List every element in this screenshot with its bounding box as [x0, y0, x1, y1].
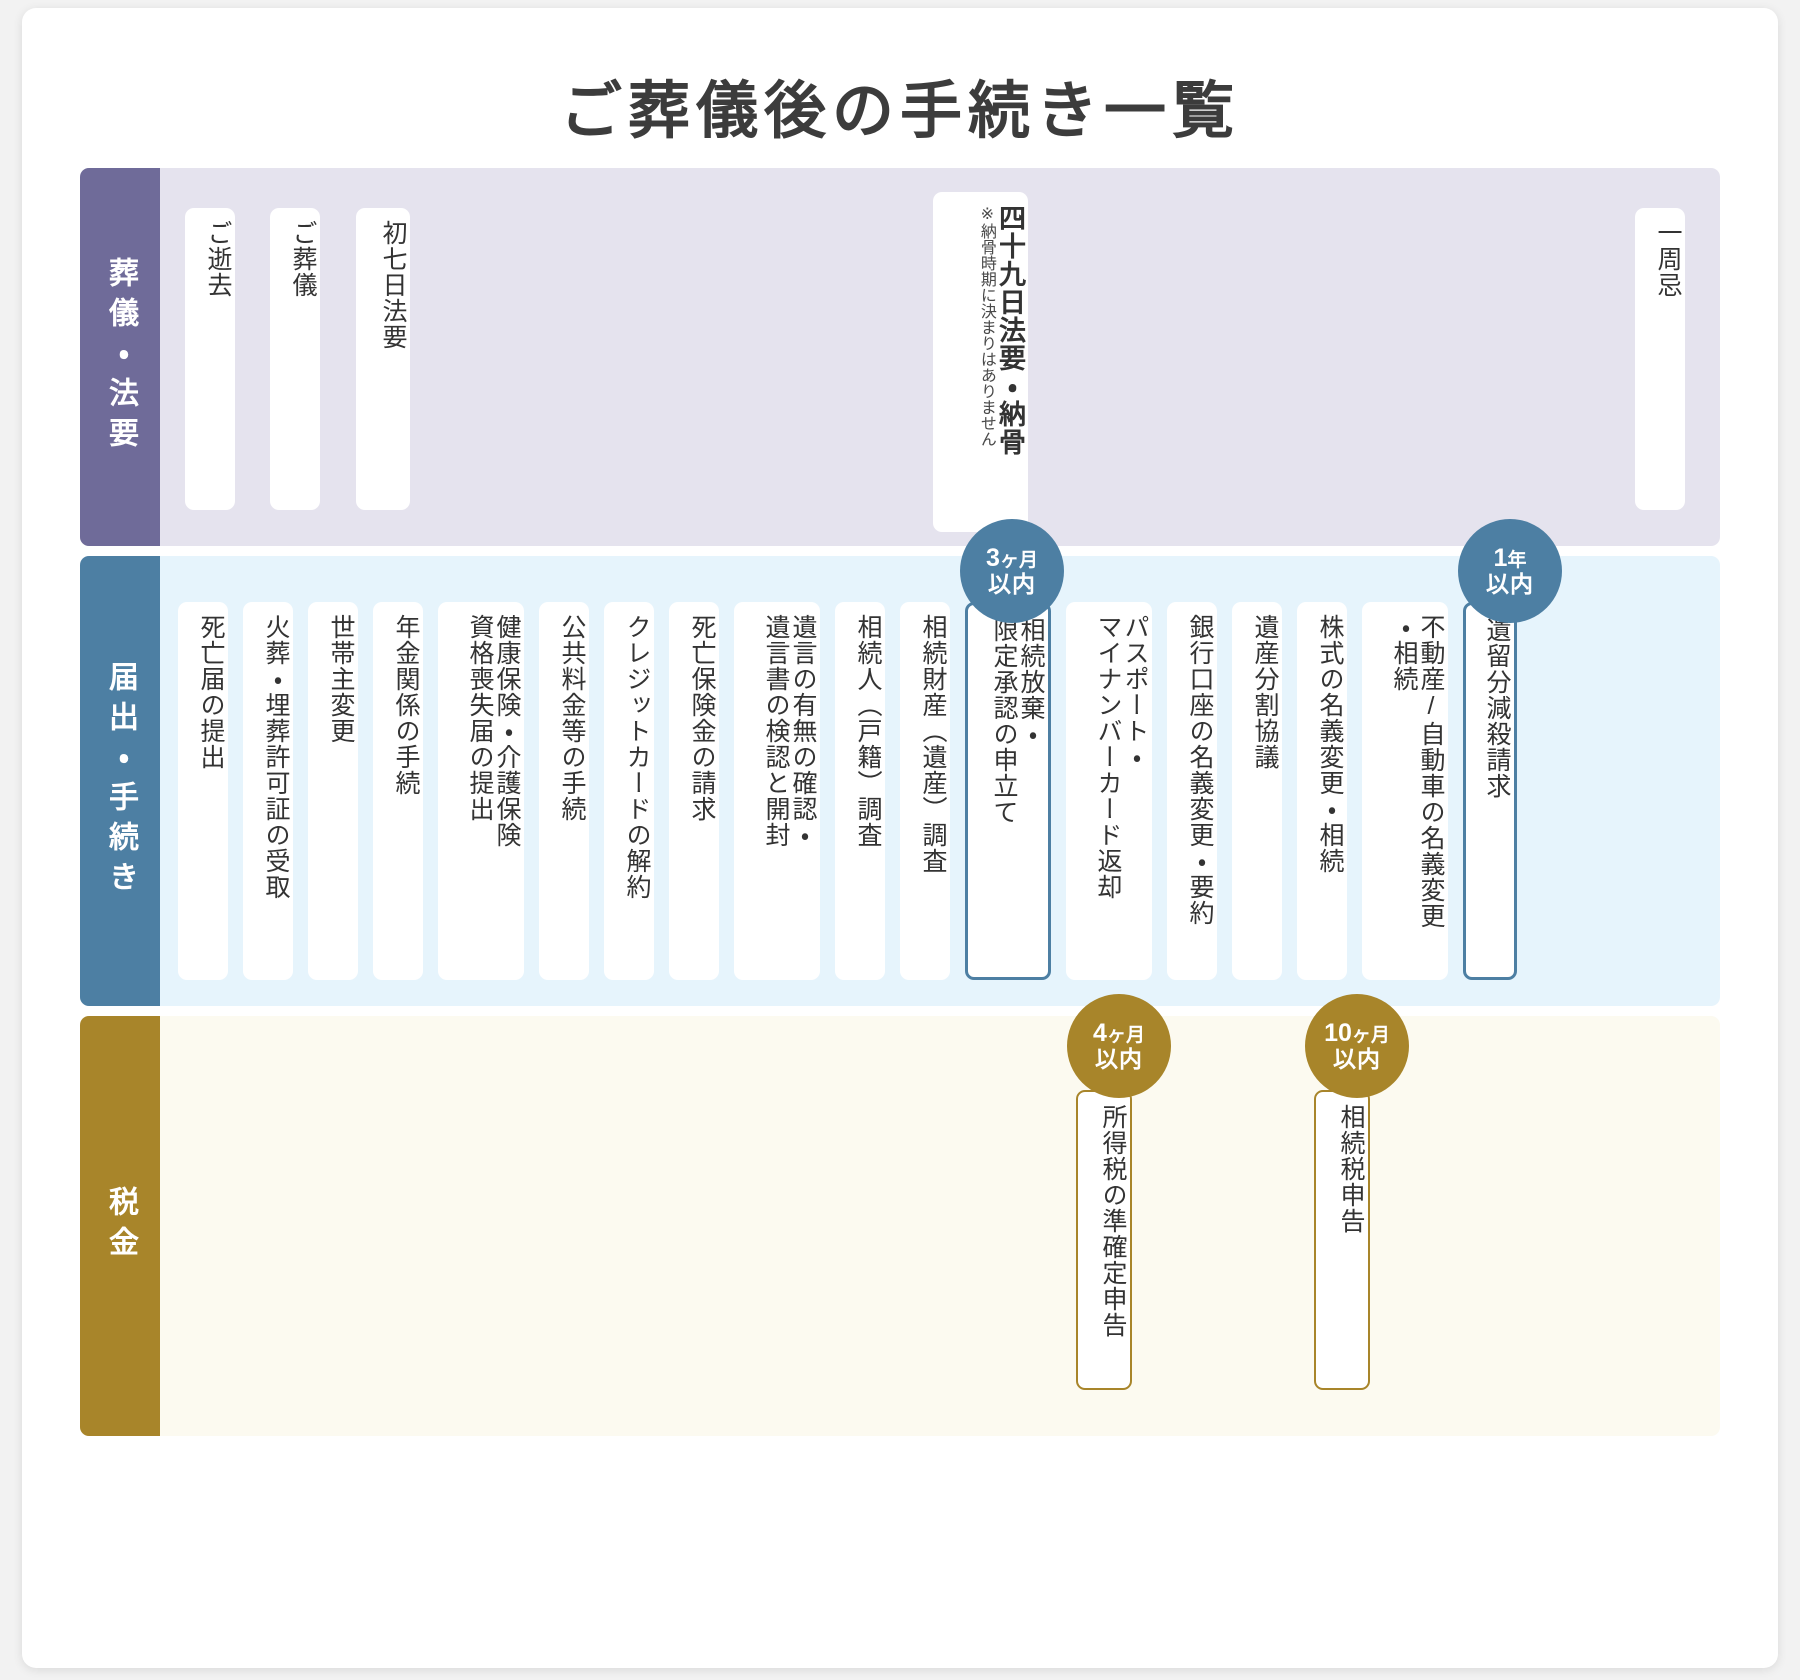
row-tax-label: 税金 — [80, 1016, 160, 1436]
card-label: 初七日法要 — [379, 220, 407, 350]
card-note: ※納骨時期に決まりはありません — [977, 204, 995, 447]
card-label: 一周忌 — [1654, 220, 1682, 298]
card-procedure-1[interactable]: 火葬・埋葬許可証の受取 — [243, 602, 293, 980]
card-procedure-14[interactable]: 遺産分割協議 — [1232, 602, 1282, 980]
row-funeral-label: 葬儀・法要 — [80, 168, 160, 546]
card-label: 火葬・埋葬許可証の受取 — [262, 614, 290, 900]
row-tax: 税金 4ヶ月 以内 所得税の準確定申告 10ヶ月 以内 相続税申告 — [80, 994, 1720, 1436]
card-procedure-17[interactable]: 遺留分減殺請求 — [1463, 602, 1517, 980]
card-label: 銀行口座の名義変更・要約 — [1186, 614, 1214, 926]
card-procedure-3[interactable]: 年金関係の手続 — [373, 602, 423, 980]
card-label: 公共料金等の手続 — [558, 614, 586, 822]
card-label: 遺留分減殺請求 — [1483, 617, 1511, 799]
card-label-2: マイナンバーカード返却 — [1094, 614, 1122, 900]
badge-within: 以内 — [1486, 571, 1534, 598]
card-procedure-10[interactable]: 相続財産（遺産）調査 — [900, 602, 950, 980]
card-label: 年金関係の手続 — [392, 614, 420, 796]
card-label: 遺言の有無の確認・ — [789, 614, 817, 848]
card-label: クレジットカードの解約 — [623, 614, 651, 900]
badge-1-year: 1年 以内 — [1458, 519, 1562, 623]
card-label: 世帯主変更 — [327, 614, 355, 744]
card-funeral-4[interactable]: 一周忌 — [1635, 208, 1685, 510]
badge-within: 以内 — [988, 571, 1036, 598]
card-procedure-13[interactable]: 銀行口座の名義変更・要約 — [1167, 602, 1217, 980]
badge-amount: 1年 — [1493, 544, 1527, 573]
card-label-2: 限定承認の申立て — [990, 617, 1018, 825]
badge-amount: 4ヶ月 — [1093, 1019, 1145, 1048]
card-label: 相続人（戸籍）調査 — [854, 614, 882, 848]
card-procedure-0[interactable]: 死亡届の提出 — [178, 602, 228, 980]
row-tax-background — [80, 1016, 1720, 1436]
badge-10-months: 10ヶ月 以内 — [1305, 994, 1409, 1098]
card-label: ご葬儀 — [289, 220, 317, 298]
badge-4-months: 4ヶ月 以内 — [1067, 994, 1171, 1098]
badge-within: 以内 — [1333, 1046, 1381, 1073]
card-funeral-1[interactable]: ご葬儀 — [270, 208, 320, 510]
card-label-2: ・相続 — [1390, 614, 1418, 692]
card-procedure-9[interactable]: 相続人（戸籍）調査 — [835, 602, 885, 980]
card-procedure-11[interactable]: 相続放棄・ 限定承認の申立て — [965, 602, 1051, 980]
row-funeral: 葬儀・法要 ご逝去 ご葬儀 初七日法要 四十九日法要・納骨 ※納骨時期に決まりは… — [80, 168, 1720, 546]
row-procedure-label: 届出・手続き — [80, 556, 160, 1006]
card-label: 死亡届の提出 — [197, 614, 225, 770]
card-funeral-0[interactable]: ご逝去 — [185, 208, 235, 510]
card-funeral-3[interactable]: 四十九日法要・納骨 ※納骨時期に決まりはありません — [933, 192, 1028, 532]
badge-3-months: 3ヶ月 以内 — [960, 519, 1064, 623]
card-label-2: 遺言書の検認と開封 — [762, 614, 790, 848]
badge-amount: 10ヶ月 — [1324, 1019, 1390, 1048]
card-label: 死亡保険金の請求 — [688, 614, 716, 822]
card-label: 相続放棄・ — [1017, 617, 1045, 747]
card-label: 相続税申告 — [1337, 1104, 1365, 1234]
card-label: 相続財産（遺産）調査 — [919, 614, 947, 874]
card-procedure-8[interactable]: 遺言の有無の確認・ 遺言書の検認と開封 — [734, 602, 820, 980]
badge-amount: 3ヶ月 — [986, 544, 1038, 573]
card-procedure-15[interactable]: 株式の名義変更・相続 — [1297, 602, 1347, 980]
card-label: 株式の名義変更・相続 — [1316, 614, 1344, 874]
card-tax-1[interactable]: 相続税申告 — [1314, 1090, 1370, 1390]
row-tax-body: 4ヶ月 以内 所得税の準確定申告 10ヶ月 以内 相続税申告 — [160, 994, 1720, 1436]
row-procedure: 届出・手続き 死亡届の提出 火葬・埋葬許可証の受取 世帯主変更 年金関係の手続 … — [80, 519, 1720, 1006]
card-label: ご逝去 — [204, 220, 232, 298]
card-procedure-7[interactable]: 死亡保険金の請求 — [669, 602, 719, 980]
card-procedure-6[interactable]: クレジットカードの解約 — [604, 602, 654, 980]
page-title: ご葬儀後の手続き一覧 — [559, 77, 1240, 146]
row-funeral-body: ご逝去 ご葬儀 初七日法要 四十九日法要・納骨 ※納骨時期に決まりはありません … — [160, 168, 1720, 546]
card-procedure-2[interactable]: 世帯主変更 — [308, 602, 358, 980]
card-funeral-2[interactable]: 初七日法要 — [356, 208, 410, 510]
row-funeral-background — [80, 168, 1720, 546]
card-procedure-16[interactable]: 不動産/自動車の名義変更 ・相続 — [1362, 602, 1448, 980]
card-label: 不動産/自動車の名義変更 — [1417, 614, 1445, 929]
card-label-2: 資格喪失届の提出 — [466, 614, 494, 822]
row-procedure-body: 死亡届の提出 火葬・埋葬許可証の受取 世帯主変更 年金関係の手続 健康保険・介護… — [160, 519, 1720, 1006]
card-label: 健康保険・介護保険 — [493, 614, 521, 848]
badge-within: 以内 — [1095, 1046, 1143, 1073]
card-procedure-12[interactable]: パスポート・ マイナンバーカード返却 — [1066, 602, 1152, 980]
card-label: 所得税の準確定申告 — [1099, 1104, 1127, 1338]
card-label: 遺産分割協議 — [1251, 614, 1279, 770]
card-procedure-4[interactable]: 健康保険・介護保険 資格喪失届の提出 — [438, 602, 524, 980]
infographic-page: ご葬儀後の手続き一覧 葬儀・法要 ご逝去 ご葬儀 初七日法要 四十九日法要・納骨… — [22, 8, 1778, 1668]
card-procedure-5[interactable]: 公共料金等の手続 — [539, 602, 589, 980]
card-label: 四十九日法要・納骨 — [995, 204, 1025, 456]
card-label: パスポート・ — [1121, 614, 1149, 770]
card-tax-0[interactable]: 所得税の準確定申告 — [1076, 1090, 1132, 1390]
